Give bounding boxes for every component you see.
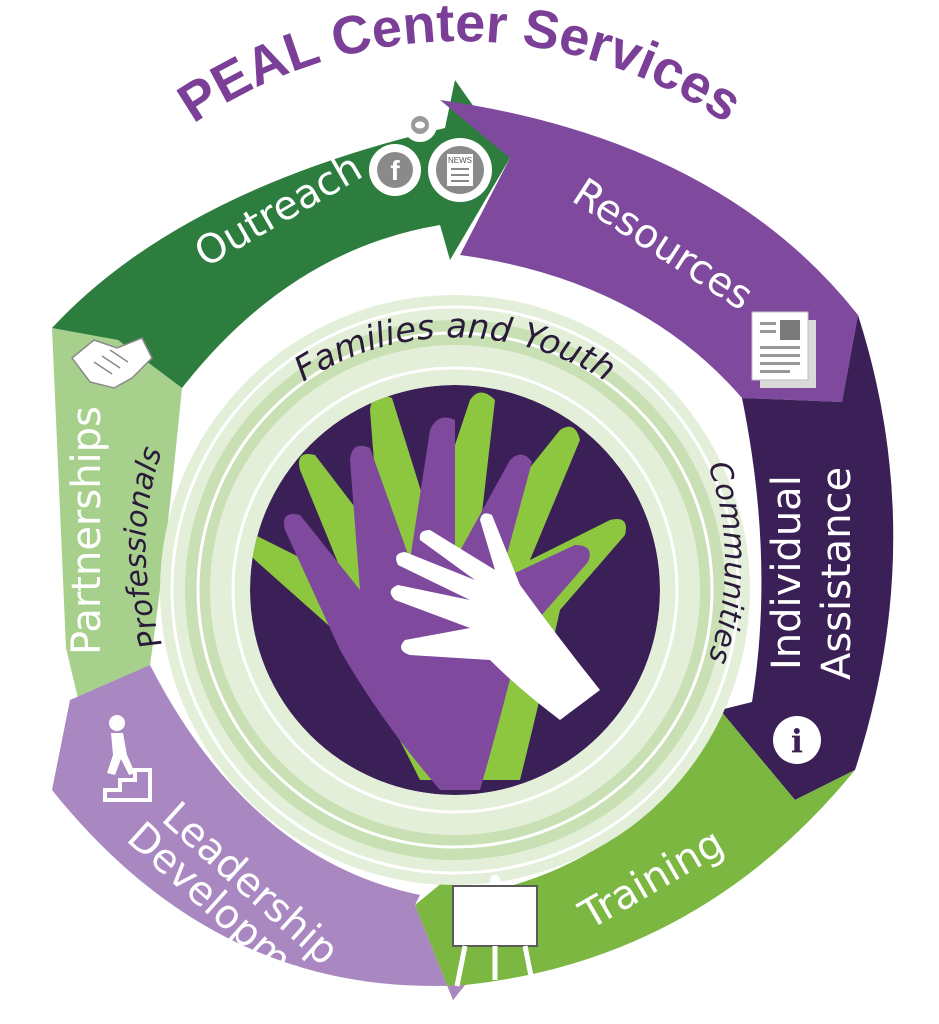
segment-individual-assistance [720,315,894,800]
document-icon [751,311,816,388]
label-individual-line2: Assistance [814,467,860,680]
stairs-climber-icon [103,715,152,802]
label-individual-line1: Individual [764,475,810,670]
middle-ring-white-line-1 [170,305,740,875]
segment-partnerships [52,328,182,715]
center-hands-image [250,385,660,795]
facebook-letter: f [390,155,400,186]
easel-icon [452,875,538,987]
info-letter: i [791,722,803,760]
white-hand [390,513,600,720]
news-badge-text: NEWS [448,156,472,165]
facebook-gear-icon: f [369,144,421,196]
info-icon: i [773,716,821,764]
small-gear-icon [403,108,437,142]
news-gear-icon: NEWS [428,138,492,202]
segment-leadership-development [52,665,465,1000]
gears-icon: f NEWS [369,108,492,202]
handshake-icon [70,337,153,389]
label-partnerships: Partnerships [64,406,110,655]
middle-ring-white-line-3 [231,366,679,814]
middle-ring-white-line-2 [196,331,714,849]
